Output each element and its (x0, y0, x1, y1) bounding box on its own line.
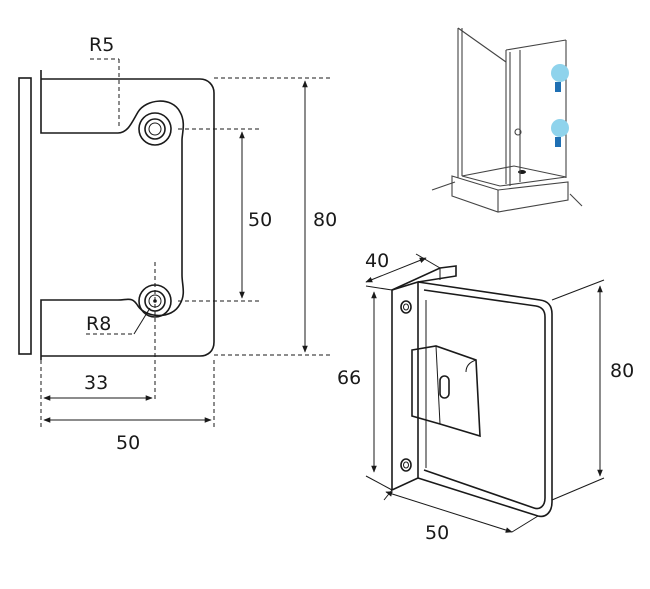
isometric-view: 40 66 80 50 (337, 250, 634, 544)
width-label-front: 50 (116, 432, 140, 454)
iso-inner-height-label: 66 (337, 367, 361, 389)
mounting-plate (18, 77, 32, 355)
iso-hinge-body (417, 281, 553, 518)
radius-top-label: R5 (89, 34, 114, 56)
height-label-front: 80 (313, 209, 337, 231)
iso-height-label: 80 (610, 360, 634, 382)
iso-width-dimension-line (385, 491, 513, 533)
shower-enclosure-icon (431, 27, 583, 213)
iso-width-label: 50 (425, 522, 449, 544)
top-screw-hole (138, 112, 172, 146)
iso-depth-label: 40 (365, 250, 389, 272)
hinge-highlight-top (551, 64, 569, 82)
hinge-body-outline (40, 70, 215, 360)
hinge-highlight-bottom (551, 119, 569, 137)
hole-spacing-label: 50 (248, 209, 272, 231)
iso-depth-dimension-line (365, 257, 427, 283)
radius-bottom-label: R8 (86, 313, 111, 335)
hole-offset-label: 33 (84, 372, 108, 394)
iso-clamp-cover (411, 345, 481, 438)
front-view: R5 R8 50 80 33 50 (18, 34, 337, 454)
